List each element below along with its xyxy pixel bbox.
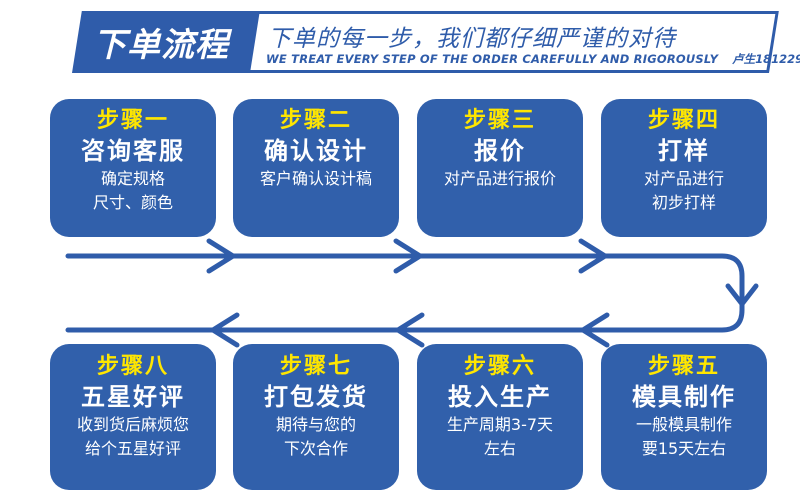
step-card-3[interactable]: 步骤三 报价 对产品进行报价 bbox=[417, 99, 583, 237]
step-title-label: 打包发货 bbox=[264, 382, 368, 411]
flow-connector bbox=[0, 238, 800, 348]
step-number-label: 步骤五 bbox=[647, 354, 720, 379]
step-number-label: 步骤六 bbox=[463, 354, 536, 379]
step-desc-line-1: 对产品进行 bbox=[643, 168, 724, 188]
step-desc-line-1: 客户确认设计稿 bbox=[259, 168, 372, 188]
step-number-label: 步骤八 bbox=[96, 354, 169, 379]
step-desc-line-1: 确定规格 bbox=[100, 168, 165, 188]
step-title-label: 打样 bbox=[658, 136, 710, 165]
banner-subtitle-cn: 下单的每一步，我们都仔细严谨的对待 bbox=[268, 26, 676, 52]
step-desc-line-1: 对产品进行报价 bbox=[443, 168, 556, 188]
step-title-label: 咨询客服 bbox=[81, 136, 185, 165]
step-card-8[interactable]: 步骤八 五星好评 收到货后麻烦您 给个五星好评 bbox=[50, 344, 216, 490]
step-number-label: 步骤一 bbox=[96, 108, 169, 133]
chevron-right-icon-2 bbox=[393, 238, 423, 274]
banner-tag-shape bbox=[72, 11, 260, 73]
chevron-down-icon bbox=[725, 283, 759, 307]
chevron-left-icon-3 bbox=[580, 312, 610, 348]
banner-subtitle-row: WE TREAT EVERY STEP OF THE ORDER CAREFUL… bbox=[266, 51, 800, 67]
contact-phone: 卢生18122929668 bbox=[732, 52, 800, 66]
chevron-right-icon-1 bbox=[206, 238, 236, 274]
step-desc-line-1: 生产周期3-7天 bbox=[446, 414, 554, 434]
header-banner: 下单流程 下单的每一步，我们都仔细严谨的对待 WE TREAT EVERY ST… bbox=[72, 11, 800, 73]
chevron-left-icon-1 bbox=[210, 312, 240, 348]
step-desc-line-2: 初步打样 bbox=[651, 192, 716, 212]
step-title-label: 五星好评 bbox=[81, 382, 185, 411]
step-number-label: 步骤四 bbox=[647, 108, 720, 133]
banner-subtitle-en: WE TREAT EVERY STEP OF THE ORDER CAREFUL… bbox=[266, 52, 719, 66]
chevron-left-icon-2 bbox=[395, 312, 425, 348]
step-desc-line-2: 下次合作 bbox=[283, 438, 348, 458]
step-card-1[interactable]: 步骤一 咨询客服 确定规格 尺寸、颜色 bbox=[50, 99, 216, 237]
chevron-right-icon-3 bbox=[578, 238, 608, 274]
step-card-6[interactable]: 步骤六 投入生产 生产周期3-7天 左右 bbox=[417, 344, 583, 490]
connector-arrows-svg bbox=[65, 238, 759, 348]
step-number-label: 步骤七 bbox=[279, 354, 352, 379]
step-number-label: 步骤二 bbox=[279, 108, 352, 133]
step-title-label: 模具制作 bbox=[632, 382, 736, 411]
step-desc-line-2: 给个五星好评 bbox=[84, 438, 181, 458]
step-desc-line-2: 尺寸、颜色 bbox=[92, 192, 173, 212]
step-desc-line-1: 一般模具制作 bbox=[635, 414, 732, 434]
step-card-7[interactable]: 步骤七 打包发货 期待与您的 下次合作 bbox=[233, 344, 399, 490]
step-desc-line-2: 左右 bbox=[483, 438, 516, 458]
step-card-5[interactable]: 步骤五 模具制作 一般模具制作 要15天左右 bbox=[601, 344, 767, 490]
step-title-label: 确认设计 bbox=[264, 136, 368, 165]
step-desc-line-1: 收到货后麻烦您 bbox=[76, 414, 189, 434]
connector-path bbox=[65, 253, 745, 333]
step-title-label: 报价 bbox=[474, 136, 526, 165]
step-card-4[interactable]: 步骤四 打样 对产品进行 初步打样 bbox=[601, 99, 767, 237]
step-title-label: 投入生产 bbox=[448, 382, 552, 411]
step-desc-line-2: 要15天左右 bbox=[641, 438, 727, 458]
step-card-2[interactable]: 步骤二 确认设计 客户确认设计稿 bbox=[233, 99, 399, 237]
step-desc-line-1: 期待与您的 bbox=[275, 414, 356, 434]
step-number-label: 步骤三 bbox=[463, 108, 536, 133]
